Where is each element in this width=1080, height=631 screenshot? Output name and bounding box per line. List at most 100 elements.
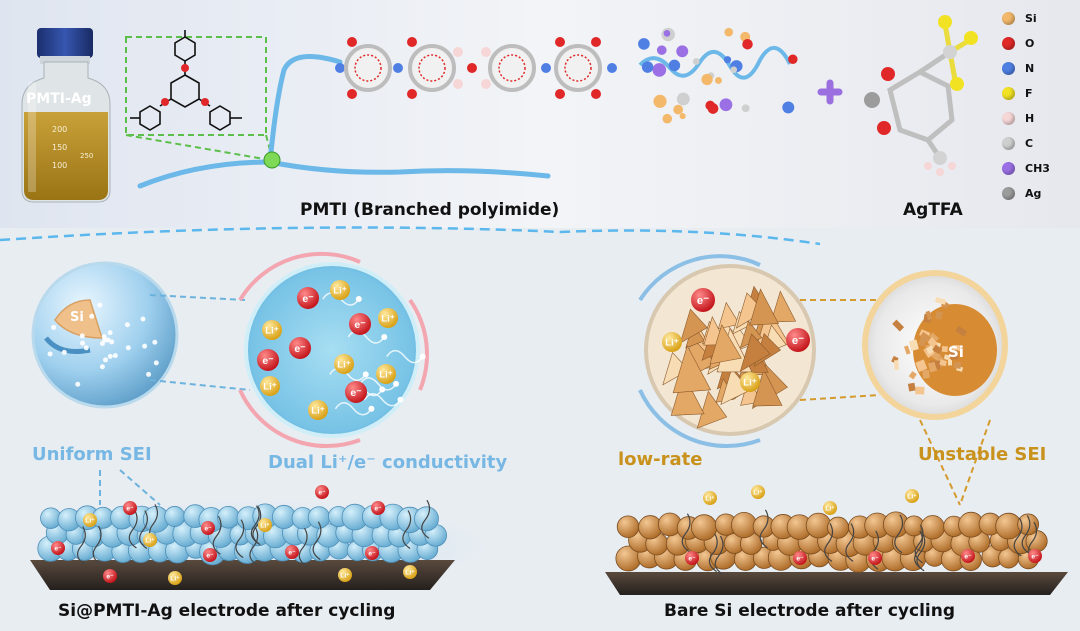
right-electrode <box>605 509 1068 595</box>
si-fragment <box>739 333 771 372</box>
legend-label: CH3 <box>1025 161 1050 175</box>
polymer-side-atom <box>782 101 795 114</box>
legend-item: Ag <box>1002 183 1041 203</box>
polymer-strand <box>421 499 431 539</box>
li-ion-symbol: Li⁺ <box>381 314 394 325</box>
li-ion-sphere <box>403 565 417 579</box>
legend-item: F <box>1002 83 1033 103</box>
li-ion-sphere <box>703 491 717 505</box>
ag-nanoparticle <box>397 396 404 403</box>
si-fragment <box>696 390 728 429</box>
polymer-side-atom <box>638 38 650 50</box>
si-particle <box>915 386 925 395</box>
polymer-strand <box>714 535 724 575</box>
polymer-side-atom <box>724 27 734 37</box>
legend-label: F <box>1025 86 1033 100</box>
li-ion-symbol: Li⁺ <box>311 406 324 417</box>
low-rate-label: low-rate <box>618 449 703 470</box>
ag-nanoparticle <box>107 353 113 359</box>
polymer-side-atom <box>719 98 733 112</box>
li-ion-marker: Li⁺ <box>262 320 282 340</box>
li-ion-sphere <box>262 320 282 340</box>
ag-nanoparticle <box>142 343 148 349</box>
legend-swatch <box>1002 186 1015 200</box>
electron-symbol: e⁻ <box>204 525 212 532</box>
electron-marker: e⁻ <box>103 569 117 583</box>
polymer-strand <box>298 527 308 567</box>
electron-sphere <box>315 485 329 499</box>
ag-nanoparticle <box>362 371 369 378</box>
left-electrode-title: Si@PMTI-Ag electrode after cycling <box>58 601 396 621</box>
electron-marker: e⁻ <box>51 541 65 555</box>
li-ion-symbol: Li⁺ <box>85 517 95 524</box>
ag-nanoparticle <box>83 345 89 351</box>
polymer-strand <box>249 526 259 566</box>
bottle-mark-250: 250 <box>80 152 94 160</box>
electron-marker: e⁻ <box>123 501 137 515</box>
electron-symbol: e⁻ <box>688 555 696 562</box>
electron-marker: e⁻ <box>868 551 882 565</box>
ag-nanoparticle <box>419 353 426 360</box>
bottle-mark-150: 150 <box>52 143 68 152</box>
ag-nanoparticle <box>107 330 113 336</box>
li-ion-sphere <box>751 485 765 499</box>
legend-item: C <box>1002 133 1033 153</box>
li-ion-marker: Li⁺ <box>330 280 350 300</box>
li-ion-marker: Li⁺ <box>258 518 272 532</box>
electron-symbol: e⁻ <box>368 550 376 557</box>
si-fragment <box>679 308 708 344</box>
electron-symbol: e⁻ <box>106 573 114 580</box>
electron-marker: e⁻ <box>371 501 385 515</box>
li-ion-symbol: Li⁺ <box>825 505 835 512</box>
polymer-side-atom <box>679 113 686 120</box>
polymer-strand <box>1021 515 1031 554</box>
si-particle <box>941 346 948 353</box>
coated-si-particle <box>164 506 186 527</box>
polymer-atom <box>481 47 491 57</box>
agtfa-title: AgTFA <box>903 200 963 220</box>
si-fragment <box>735 292 765 329</box>
li-ion-sphere <box>260 376 280 396</box>
li-ion-sphere <box>378 308 398 328</box>
polymer-chain <box>137 27 798 189</box>
li-ion-sphere <box>823 501 837 515</box>
li-ion-symbol: Li⁺ <box>405 569 415 576</box>
li-ion-symbol: Li⁺ <box>260 522 270 529</box>
electron-symbol: e⁻ <box>871 555 879 562</box>
electron-marker: e⁻ <box>203 548 217 562</box>
ag-nanoparticle <box>99 340 105 346</box>
polymer-side-atom <box>662 113 673 124</box>
electron-marker: e⁻ <box>1028 549 1042 563</box>
si-particle <box>915 359 928 372</box>
li-ion-symbol: Li⁺ <box>340 572 350 579</box>
polymer-strand <box>235 519 245 559</box>
polymer-atom <box>453 47 463 57</box>
electron-sphere <box>51 541 65 555</box>
electron-marker: e⁻ <box>793 551 807 565</box>
legend-item: Si <box>1002 8 1037 28</box>
polymer-strand <box>1013 517 1023 557</box>
li-ion-symbol: Li⁺ <box>170 575 180 582</box>
polymer-atom <box>555 37 565 47</box>
li-ion-marker: Li⁺ <box>662 332 682 352</box>
polymer-side-atom <box>715 77 722 84</box>
polymer-strand <box>914 530 923 570</box>
left-electrode <box>28 499 488 590</box>
polymer-ring <box>344 44 392 92</box>
polymer-strand <box>894 514 904 554</box>
legend-swatch <box>1002 161 1015 175</box>
bare-si-particle <box>616 515 640 538</box>
electron-sphere <box>685 551 699 565</box>
polymer-strand <box>845 523 855 562</box>
legend-label: C <box>1025 136 1034 150</box>
ag-nanoparticle <box>153 360 159 366</box>
legend-swatch <box>1002 11 1015 25</box>
li-ion-sphere <box>338 568 352 582</box>
si-particle <box>952 345 962 352</box>
legend-swatch <box>1002 136 1015 150</box>
li-ion-symbol: Li⁺ <box>265 326 278 337</box>
legend-swatch <box>1002 36 1015 50</box>
ag-nanoparticle <box>61 349 67 355</box>
li-ion-symbol: Li⁺ <box>705 495 715 502</box>
ag-nanoparticle <box>97 302 103 308</box>
